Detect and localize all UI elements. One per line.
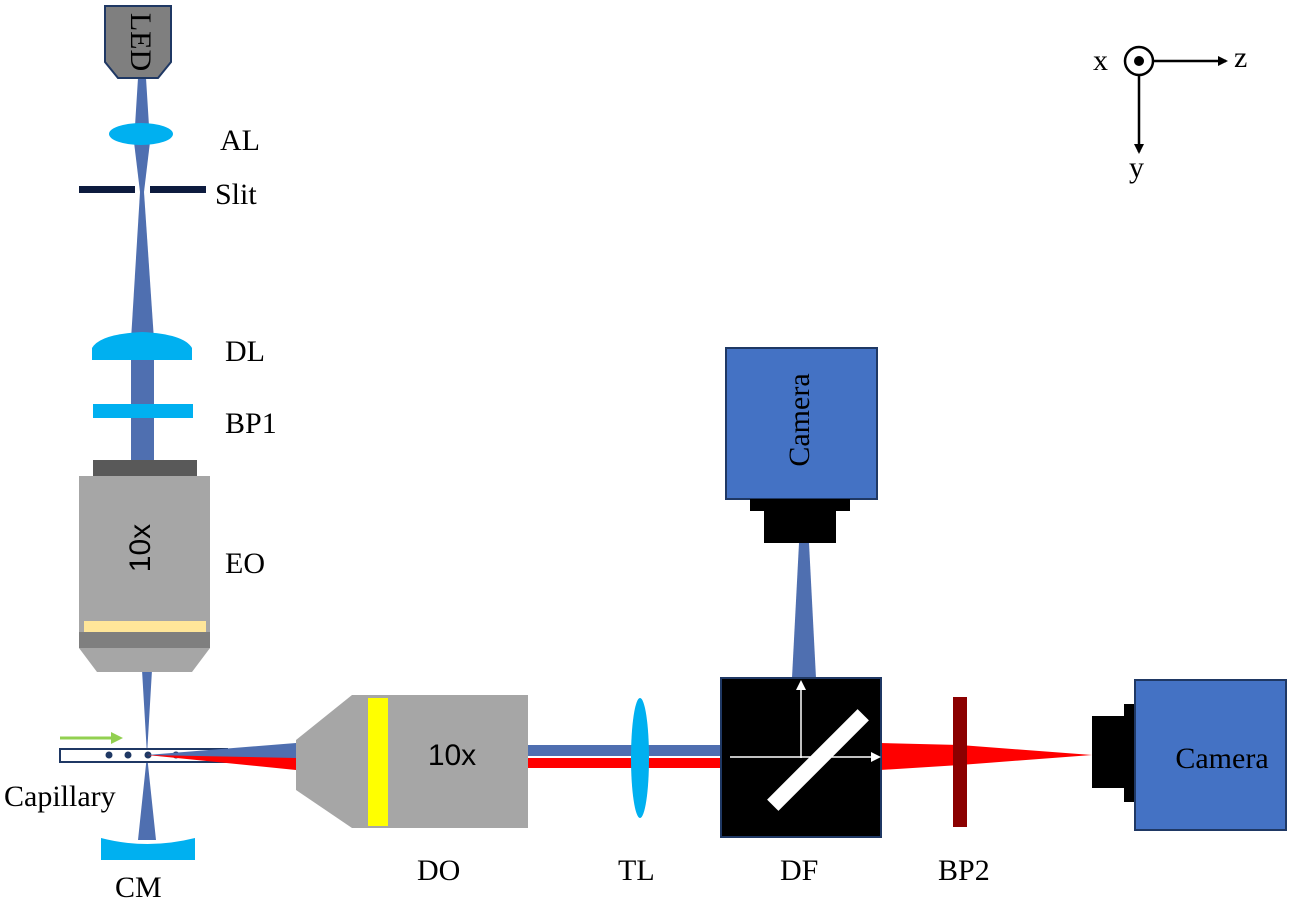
coordinate-axes: x z y [1093,41,1247,184]
bp2-label: BP2 [938,854,990,887]
axis-x-label: x [1093,44,1108,77]
bp2-filter [953,697,967,827]
cm-mirror [101,838,195,860]
bp1-filter [93,404,193,418]
capillary-label: Capillary [4,780,116,813]
axis-z-label: z [1234,41,1247,74]
tl-lens [631,698,649,818]
do-label: DO [417,854,460,887]
eo-magnification: 10x [124,524,157,572]
tl-label: TL [618,854,655,887]
led-label: LED [124,13,157,71]
bp1-label: BP1 [225,407,277,440]
al-label: AL [220,124,260,157]
slit-label: Slit [215,178,257,211]
led-source: LED [104,5,172,79]
df-label: DF [780,854,818,887]
detection-beam [147,543,1092,770]
dl-label: DL [225,335,265,368]
camera-right-label: Camera [1175,742,1268,775]
camera-top-label: Camera [783,373,816,466]
slit [79,186,206,193]
axis-y-label: y [1129,151,1144,184]
do-objective: 10x [296,695,528,828]
dl-lens [92,332,192,360]
al-lens [109,123,173,145]
cm-label: CM [115,871,162,904]
do-magnification: 10x [428,739,476,772]
df-dichroic [720,677,882,838]
camera-right: Camera [1092,679,1287,831]
eo-objective: 10x [79,460,210,672]
camera-top: Camera [725,347,878,543]
eo-label: EO [225,547,265,580]
